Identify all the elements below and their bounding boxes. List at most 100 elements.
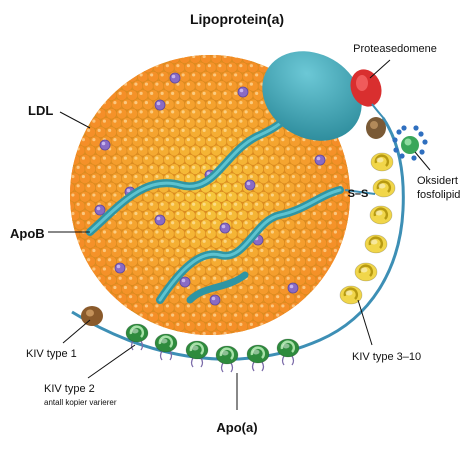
lipid-bead-highlight — [165, 267, 169, 271]
cholesterol-dot — [114, 262, 126, 274]
lipid-bead-highlight — [139, 73, 143, 77]
lipid-bead-highlight — [150, 110, 154, 114]
lipid-bead-highlight — [197, 230, 201, 234]
lipid-bead-highlight — [197, 322, 201, 326]
lipid-bead-highlight — [297, 184, 301, 188]
lipid-bead-highlight — [176, 322, 180, 326]
lipid-bead-highlight — [213, 91, 217, 95]
lipid-bead-highlight — [291, 156, 295, 160]
lipid-bead-highlight — [218, 119, 222, 123]
kringle-loop — [158, 335, 173, 348]
cholesterol-dot-highlight — [126, 188, 131, 193]
kringle-loop — [219, 347, 234, 360]
kiv-type2-domains — [125, 323, 300, 373]
lipid-bead-highlight — [270, 193, 274, 197]
lipid-bead-highlight — [92, 211, 96, 216]
lipid-bead-highlight — [108, 276, 112, 280]
lipid-bead-highlight — [239, 82, 243, 86]
lipid-bead-highlight — [239, 304, 243, 308]
lipid-bead-highlight — [281, 230, 285, 234]
protease-label: Proteasedomene — [353, 43, 437, 55]
lipid-bead-highlight — [213, 239, 217, 243]
lipid-bead-highlight — [76, 165, 80, 169]
lipid-bead-highlight — [265, 202, 269, 206]
lipid-bead-highlight — [234, 165, 238, 169]
lipid-bead-highlight — [192, 221, 196, 225]
kiv-type3-10-domain — [369, 205, 393, 225]
lipid-bead-highlight — [102, 101, 106, 105]
lipid-bead-highlight — [276, 295, 280, 299]
lipid-bead-highlight — [144, 211, 148, 216]
cholesterol-dot-highlight — [171, 74, 176, 79]
kringle-loop — [368, 236, 383, 249]
lipid-bead-highlight — [213, 165, 217, 169]
lipid-bead-highlight — [97, 276, 101, 280]
lipid-bead-highlight — [297, 239, 301, 243]
lipid-bead-highlight — [255, 276, 259, 280]
cholesterol-dot — [154, 99, 166, 111]
lipid-bead-highlight — [139, 147, 143, 151]
lipid-bead-highlight — [139, 165, 143, 169]
lipid-bead-highlight — [270, 248, 274, 253]
lipid-bead-highlight — [249, 82, 253, 86]
lipid-bead-highlight — [249, 248, 253, 253]
lipid-bead-highlight — [239, 230, 243, 234]
kringle-highlight — [282, 343, 290, 349]
phospholipid-beads — [70, 55, 350, 335]
lipid-bead-highlight — [312, 193, 316, 197]
lipid-bead-highlight — [176, 119, 180, 123]
lipid-bead-highlight — [344, 156, 348, 160]
lipid-bead-highlight — [223, 73, 227, 77]
lipid-bead-highlight — [144, 119, 148, 123]
lipid-bead-highlight — [339, 239, 343, 243]
lipid-bead-highlight — [171, 202, 175, 206]
kringle-highlight — [370, 239, 378, 245]
lipid-bead-highlight — [255, 91, 259, 95]
lipid-bead-highlight — [228, 322, 232, 326]
lipid-bead-highlight — [123, 285, 127, 290]
kiv-type3-10-label: KIV type 3–10 — [352, 351, 421, 363]
lipid-bead-highlight — [286, 221, 290, 225]
apob-head — [262, 51, 362, 141]
lipid-bead-highlight — [297, 221, 301, 225]
lipid-bead-highlight — [202, 202, 206, 206]
lipid-bead — [179, 329, 191, 335]
lipid-bead-highlight — [223, 332, 227, 335]
lipid-bead-highlight — [228, 230, 232, 234]
apob-label: ApoB — [10, 226, 45, 241]
lipid-bead-highlight — [186, 101, 190, 105]
lipid-bead-highlight — [129, 165, 133, 169]
lipid-bead-highlight — [176, 304, 180, 308]
lipid-bead-highlight — [71, 193, 75, 197]
oxidized-dot — [392, 137, 398, 143]
lipid-bead-highlight — [265, 295, 269, 299]
lipid-bead-highlight — [171, 258, 175, 262]
lipid-bead-highlight — [155, 285, 159, 290]
lipid-bead-highlight — [249, 193, 253, 197]
kiv-type2-domain — [185, 340, 209, 368]
lipid-bead-highlight — [202, 332, 206, 335]
lipid-bead-highlight — [344, 193, 348, 197]
lipid-bead-highlight — [333, 230, 337, 234]
lipid-bead-highlight — [87, 128, 91, 132]
kringle-loop — [373, 207, 388, 220]
oxidized-dot — [399, 153, 405, 159]
lipid-bead-highlight — [181, 202, 185, 206]
lipid-bead-highlight — [328, 202, 332, 206]
lipid-bead-highlight — [234, 202, 238, 206]
lipid-bead-highlight — [244, 258, 248, 262]
kiv-type2-label: KIV type 2 — [44, 383, 95, 395]
lipid-bead-highlight — [318, 165, 322, 169]
lipid-bead-highlight — [302, 285, 306, 290]
oxidized-dot — [419, 149, 425, 155]
lipid-bead-highlight — [276, 147, 280, 151]
lipid-bead-highlight — [186, 193, 190, 197]
lipid-bead-highlight — [276, 239, 280, 243]
lipid-bead-highlight — [134, 248, 138, 253]
lipid-bead-highlight — [202, 110, 206, 114]
lipid-bead-highlight — [134, 285, 138, 290]
lipid-bead-highlight — [118, 258, 122, 262]
lipid-bead-highlight — [239, 211, 243, 216]
disulfide-bond-label: S–S — [348, 188, 369, 200]
lipid-bead-highlight — [323, 267, 327, 271]
